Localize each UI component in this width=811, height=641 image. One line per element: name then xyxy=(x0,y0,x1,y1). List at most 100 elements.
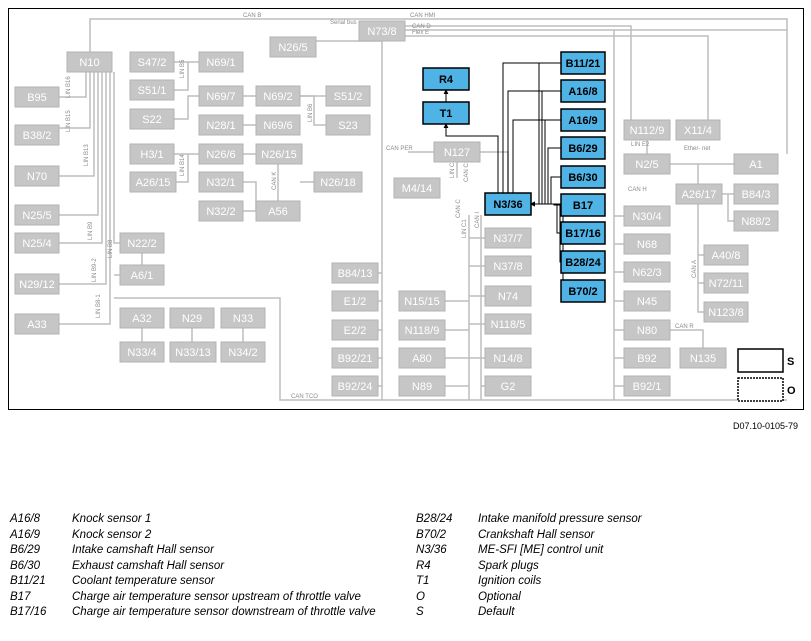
component-box xyxy=(14,86,60,108)
component-b92-21: B92/21 xyxy=(331,347,379,369)
component-label: N74 xyxy=(498,291,518,303)
bus-label-lin-b6: LIN B6 xyxy=(308,103,314,122)
component-s47-2: S47/2 xyxy=(129,51,175,73)
component-box xyxy=(623,319,671,341)
component-box xyxy=(560,221,606,245)
component-n127: N127 xyxy=(433,141,481,163)
component-label: B70/2 xyxy=(568,286,597,298)
component-b92-24: B92/24 xyxy=(331,375,379,397)
component-label: N118/5 xyxy=(491,319,526,331)
bus-label-can-d: CAN D xyxy=(412,24,431,30)
component-box xyxy=(484,375,532,397)
component-label: S51/2 xyxy=(334,91,363,103)
bus-line xyxy=(59,72,95,177)
signal-line xyxy=(512,119,561,193)
component-box xyxy=(484,313,532,335)
legend-code: T1 xyxy=(416,575,430,587)
component-n70: N70 xyxy=(14,165,60,187)
component-label: A1 xyxy=(749,159,762,171)
component-box xyxy=(623,261,671,283)
component-m4-14: M4/14 xyxy=(393,177,441,199)
component-box xyxy=(119,264,165,286)
component-label: A16/9 xyxy=(568,115,597,127)
component-box xyxy=(623,119,671,141)
component-n2-5: N2/5 xyxy=(623,153,671,175)
component-label: A32 xyxy=(132,313,152,325)
component-n10: N10 xyxy=(66,51,113,73)
component-a33: A33 xyxy=(14,313,60,335)
component-n28-1: N28/1 xyxy=(198,114,244,136)
component-n32-1: N32/1 xyxy=(198,171,244,193)
bus-line xyxy=(59,72,87,98)
legend-code: B70/2 xyxy=(416,528,447,541)
component-b38-2: B38/2 xyxy=(14,124,60,146)
legend-description: ME-SFI [ME] control unit xyxy=(478,544,604,556)
component-label: N37/8 xyxy=(493,261,522,273)
component-n26-18: N26/18 xyxy=(313,171,363,193)
document-reference: D07.10-0105-79 xyxy=(733,421,799,431)
signal-line xyxy=(502,62,561,193)
component-label: N26/5 xyxy=(278,42,307,54)
component-box xyxy=(325,114,371,136)
legend-code: R4 xyxy=(416,559,431,572)
legend-code: B6/30 xyxy=(10,559,41,572)
component-a26-17: A26/17 xyxy=(675,183,723,205)
component-box xyxy=(198,200,244,222)
component-s23: S23 xyxy=(325,114,371,136)
component-n26-5: N26/5 xyxy=(269,36,317,58)
component-box xyxy=(14,232,60,254)
component-box xyxy=(14,204,60,226)
legend-code: B6/29 xyxy=(10,544,41,556)
bus-label-can-b: CAN B xyxy=(243,13,261,19)
bus-label-lin-c1: LIN C1 xyxy=(462,219,468,238)
component-g2: G2 xyxy=(484,375,532,397)
component-box xyxy=(560,51,606,75)
component-label: N123/8 xyxy=(708,307,743,319)
component-box xyxy=(623,290,671,312)
component-b92: B92 xyxy=(623,347,671,369)
bus-line xyxy=(59,72,91,129)
component-box xyxy=(560,279,606,303)
bus-line xyxy=(59,72,111,325)
component-box xyxy=(220,341,266,363)
component-n73-8: N73/8 xyxy=(358,20,406,42)
component-label: A6/1 xyxy=(131,270,154,282)
component-box xyxy=(129,51,175,73)
component-box xyxy=(198,143,244,165)
component-label: N89 xyxy=(412,381,432,393)
component-box xyxy=(484,285,532,307)
bus-label-lin-b14: LIN B14 xyxy=(180,154,186,176)
component-box xyxy=(255,114,301,136)
bus-label-can-c1: CAN C1 xyxy=(464,159,470,182)
legend-description: Intake manifold pressure sensor xyxy=(478,513,642,525)
component-h3-1: H3/1 xyxy=(129,143,175,165)
component-label: B92/1 xyxy=(633,381,662,393)
component-box xyxy=(398,290,446,312)
key-optional: O xyxy=(737,377,796,402)
component-x11-4: X11/4 xyxy=(675,119,721,141)
component-box xyxy=(398,375,446,397)
component-label: E1/2 xyxy=(344,296,367,308)
component-a16-9: A16/9 xyxy=(560,108,606,132)
component-label: N127 xyxy=(444,147,470,159)
component-label: B92 xyxy=(637,353,657,365)
bus-line xyxy=(89,18,788,154)
component-label: N135 xyxy=(690,353,716,365)
component-label: A26/17 xyxy=(682,189,717,201)
component-b17: B17 xyxy=(560,193,606,217)
component-label: N45 xyxy=(637,296,657,308)
component-label: N37/7 xyxy=(493,233,522,245)
component-label: N30/4 xyxy=(632,211,661,223)
component-box xyxy=(623,375,671,397)
bus-label-serial-bus: Serial bus xyxy=(330,20,357,26)
component-box xyxy=(560,250,606,274)
bus-line xyxy=(59,72,107,285)
component-label: N34/2 xyxy=(228,347,257,359)
bus-label-can-a: CAN A xyxy=(692,260,698,278)
